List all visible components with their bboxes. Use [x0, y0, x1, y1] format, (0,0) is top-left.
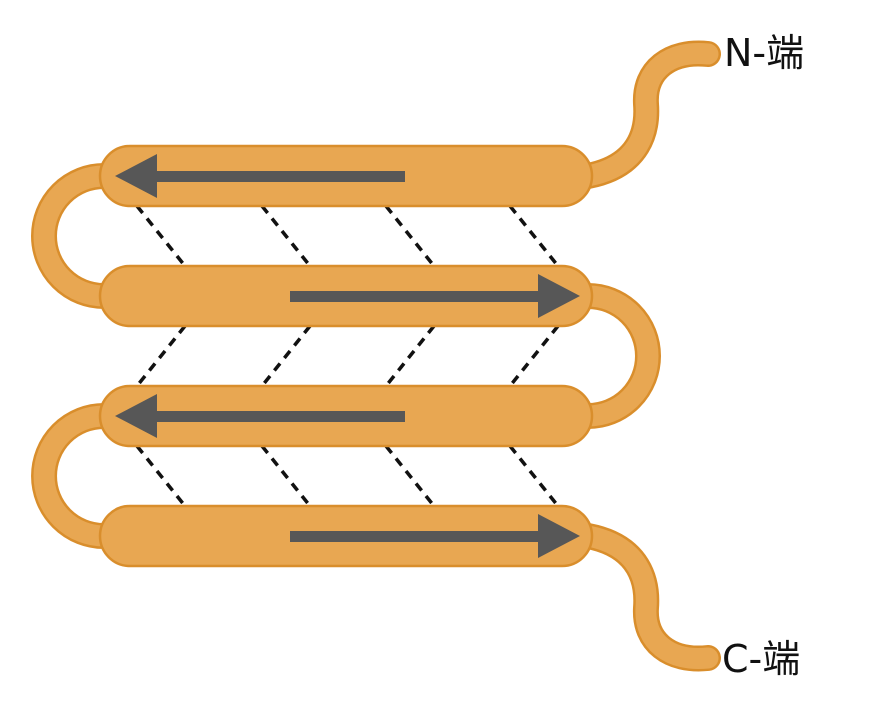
strand-1-arrow — [115, 154, 405, 198]
strand-2-arrow — [290, 274, 580, 318]
hbond-line — [135, 444, 187, 508]
turn-loop-right-fill — [587, 285, 659, 427]
hydrogen-bonds — [135, 204, 560, 508]
arrow-shaft — [150, 171, 405, 182]
strand-4-arrow — [290, 514, 580, 558]
strand-3-arrow — [115, 394, 405, 438]
hbond-line — [260, 204, 312, 268]
hbond-line — [384, 324, 436, 388]
hbond-line — [508, 444, 560, 508]
arrow-left-head — [115, 154, 157, 198]
arrow-shaft — [150, 411, 405, 422]
c-terminus-label: C-端 — [722, 637, 800, 681]
hbond-line — [260, 444, 312, 508]
hbond-line — [135, 204, 187, 268]
n-terminus-tail-fill — [577, 43, 719, 187]
hbond-line — [508, 204, 560, 268]
hbond-line — [384, 204, 436, 268]
turn-loop-left-top-fill — [33, 165, 105, 307]
arrow-shaft — [290, 531, 545, 542]
arrow-left-head — [115, 394, 157, 438]
turn-loop-left-bottom-fill — [33, 405, 105, 547]
hbond-line — [384, 444, 436, 508]
hbond-line — [135, 324, 187, 388]
arrow-shaft — [290, 291, 545, 302]
hbond-line — [260, 324, 312, 388]
c-terminus-tail-fill — [577, 525, 719, 669]
arrow-right-head — [538, 274, 580, 318]
arrow-right-head — [538, 514, 580, 558]
n-terminus-label: N-端 — [724, 31, 804, 75]
hbond-line — [508, 324, 560, 388]
